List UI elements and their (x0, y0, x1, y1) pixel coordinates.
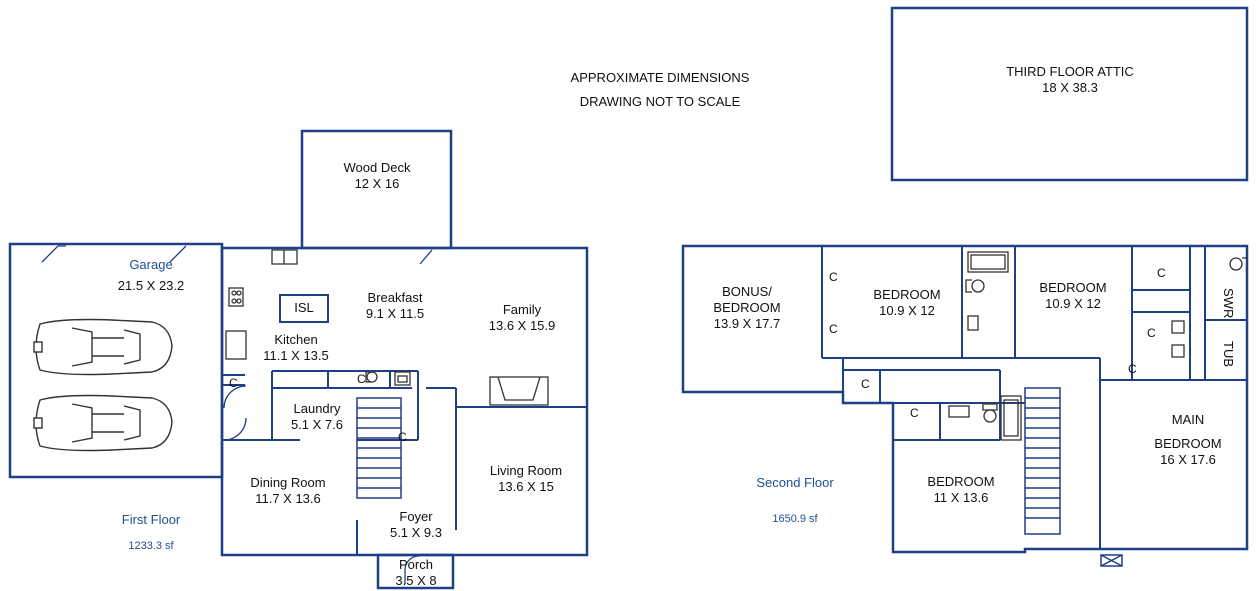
room-dims: 16 X 17.6 (1160, 452, 1216, 467)
closet-label: C (829, 270, 838, 284)
room-name: Wood Deck (343, 160, 411, 175)
second-floor-summary: Second Floor 1650.9 sf (740, 475, 850, 527)
closet-label: C (910, 406, 919, 420)
floor-area: 1233.3 sf (128, 540, 174, 552)
closet-label: C (229, 376, 238, 390)
room-name: BONUS/ (722, 284, 772, 299)
closet-label: C (861, 377, 870, 391)
room-name: Dining Room (250, 475, 326, 490)
closet-label: C (1147, 326, 1156, 340)
first-floor-summary: First Floor 1233.3 sf (96, 512, 206, 554)
second-floor-outline (681, 244, 1249, 554)
room-name: BEDROOM (713, 300, 781, 315)
room-bonus-bedroom: BONUS/ BEDROOM 13.9 X 17.7 (692, 284, 802, 332)
room-dims: 10.9 X 12 (879, 303, 935, 318)
room-name: ISL (294, 300, 314, 315)
room-name: Foyer (399, 509, 433, 524)
room-name: BEDROOM (873, 287, 941, 302)
attic-outline (890, 6, 1249, 182)
room-foyer: Foyer 5.1 X 9.3 (376, 509, 456, 541)
scale-notes: APPROXIMATE DIMENSIONS DRAWING NOT TO SC… (540, 70, 780, 110)
room-dims: 11 X 13.6 (933, 490, 989, 505)
room-laundry: Laundry 5.1 X 7.6 (277, 401, 357, 433)
room-dims: 3.5 X 8 (395, 573, 437, 588)
floor-area: 1650.9 sf (772, 513, 818, 525)
room-tub: TUB (1220, 340, 1236, 368)
room-name: TUB (1221, 341, 1236, 367)
room-name: Laundry (293, 401, 341, 416)
room-name: Garage (129, 257, 173, 272)
room-dims: 12 X 16 (354, 176, 400, 191)
room-bedroom-c: BEDROOM 11 X 13.6 (906, 474, 1016, 506)
room-dims: 11.7 X 13.6 (255, 491, 321, 506)
closet-label: C (357, 372, 366, 386)
attic-label: THIRD FLOOR ATTIC 18 X 38.3 (960, 64, 1180, 96)
note-approximate: APPROXIMATE DIMENSIONS (570, 70, 750, 85)
room-name: Family (502, 302, 542, 317)
room-bedroom-a: BEDROOM 10.9 X 12 (852, 287, 962, 319)
attic-dims: 18 X 38.3 (1042, 80, 1098, 95)
attic-name: THIRD FLOOR ATTIC (1006, 64, 1134, 79)
room-name: BEDROOM (927, 474, 995, 489)
room-name: Kitchen (274, 332, 318, 347)
porch-outline (376, 553, 455, 590)
garage-cars (33, 318, 173, 452)
note-not-to-scale: DRAWING NOT TO SCALE (579, 94, 741, 109)
room-island: ISL (283, 300, 325, 316)
room-name: SWR (1221, 288, 1236, 319)
room-dims: 9.1 X 11.5 (365, 306, 425, 321)
room-name: Breakfast (367, 290, 423, 305)
room-porch: Porch 3.5 X 8 (381, 557, 451, 589)
room-name: MAIN (1171, 412, 1205, 427)
closet-label: C (398, 430, 407, 444)
room-kitchen: Kitchen 11.1 X 13.5 (246, 332, 346, 364)
floor-label: Second Floor (756, 475, 834, 490)
room-dims: 10.9 X 12 (1045, 296, 1101, 311)
room-name: BEDROOM (1154, 436, 1222, 451)
closet-label: C (1128, 362, 1137, 376)
room-name: Porch (399, 557, 433, 572)
room-dims: 11.1 X 13.5 (263, 348, 329, 363)
floor-label: First Floor (121, 512, 181, 527)
room-dims: 13.6 X 15.9 (488, 318, 556, 333)
room-shower: SWR (1220, 288, 1236, 319)
room-living: Living Room 13.6 X 15 (466, 463, 586, 495)
room-wood-deck: Wood Deck 12 X 16 (322, 160, 432, 192)
room-dims: 21.5 X 23.2 (117, 278, 185, 293)
room-dims: 13.9 X 17.7 (713, 316, 781, 331)
room-dining: Dining Room 11.7 X 13.6 (228, 475, 348, 507)
room-family: Family 13.6 X 15.9 (462, 302, 582, 334)
room-main-bedroom: MAIN BEDROOM 16 X 17.6 (1128, 412, 1248, 468)
room-name: BEDROOM (1039, 280, 1107, 295)
room-dims: 13.6 X 15 (498, 479, 554, 494)
closet-label: C (1157, 266, 1166, 280)
room-bedroom-b: BEDROOM 10.9 X 12 (1018, 280, 1128, 312)
room-dims: 5.1 X 7.6 (290, 417, 344, 432)
room-breakfast: Breakfast 9.1 X 11.5 (340, 290, 450, 322)
closet-label: C (829, 322, 838, 336)
room-garage: Garage 21.5 X 23.2 (96, 257, 206, 294)
room-name: Living Room (489, 463, 563, 478)
room-dims: 5.1 X 9.3 (389, 525, 443, 540)
